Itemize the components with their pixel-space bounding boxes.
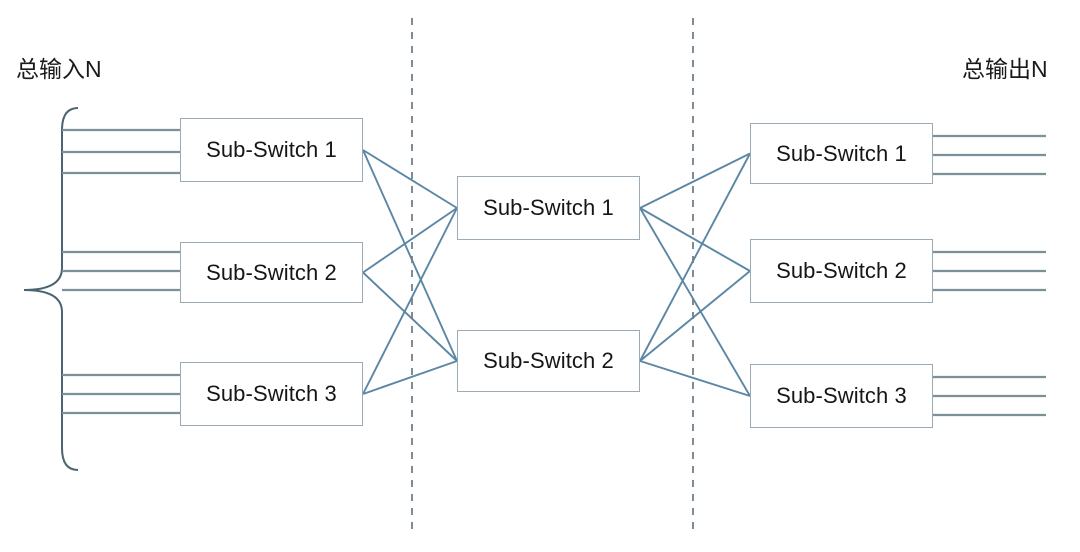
switch-node-middle-2[interactable]: Sub-Switch 2 [457, 330, 640, 392]
inter-stage-links-group [362, 149, 751, 397]
link-ingress-2-to-middle-1 [362, 207, 458, 274]
switch-node-label: Sub-Switch 2 [776, 258, 907, 283]
switch-node-label: Sub-Switch 2 [483, 348, 614, 373]
input-total-label: 总输入N [16, 56, 102, 82]
output-total-label: 总输出N [962, 56, 1048, 82]
stage-divider-group [411, 18, 694, 532]
switch-node-middle-1[interactable]: Sub-Switch 1 [457, 176, 640, 240]
link-ingress-1-to-middle-1 [362, 149, 458, 209]
link-middle-2-to-egress-1 [639, 153, 751, 362]
switch-node-egress-1[interactable]: Sub-Switch 1 [750, 123, 933, 184]
switch-node-egress-3[interactable]: Sub-Switch 3 [750, 364, 933, 428]
switch-node-egress-2[interactable]: Sub-Switch 2 [750, 239, 933, 303]
link-middle-2-to-egress-3 [639, 360, 751, 397]
switch-node-label: Sub-Switch 3 [206, 381, 337, 406]
switch-node-label: Sub-Switch 1 [776, 140, 907, 166]
link-middle-1-to-egress-2 [639, 207, 751, 272]
link-middle-2-to-egress-2 [639, 270, 751, 362]
port-lines-group [62, 128, 1046, 417]
link-ingress-1-to-middle-2 [362, 149, 458, 362]
link-middle-1-to-egress-1 [639, 152, 751, 209]
switch-node-label: Sub-Switch 1 [483, 195, 614, 220]
switch-node-label: Sub-Switch 1 [206, 137, 337, 162]
switch-node-label: Sub-Switch 2 [206, 259, 337, 285]
link-middle-1-to-egress-3 [639, 207, 751, 397]
input-brace-group [23, 107, 79, 471]
link-ingress-3-to-middle-2 [362, 360, 458, 395]
switch-node-ingress-3[interactable]: Sub-Switch 3 [180, 362, 363, 426]
switch-node-label: Sub-Switch 3 [776, 383, 907, 408]
link-ingress-3-to-middle-1 [362, 207, 458, 395]
switch-node-ingress-1[interactable]: Sub-Switch 1 [180, 118, 363, 182]
link-ingress-2-to-middle-2 [362, 271, 458, 362]
switch-node-ingress-2[interactable]: Sub-Switch 2 [180, 242, 363, 303]
input-brace [23, 107, 79, 471]
